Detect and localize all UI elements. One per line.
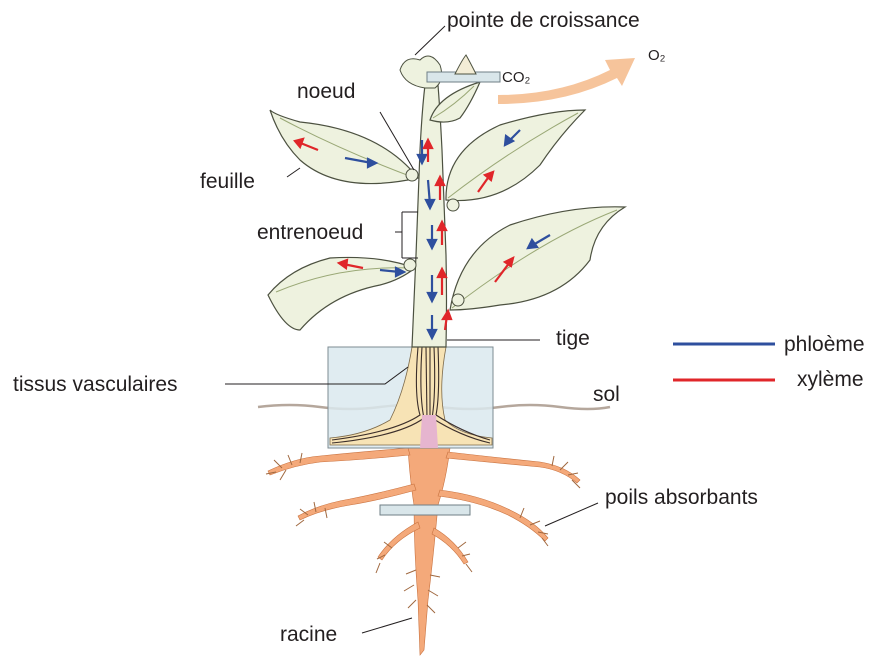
leader-growth-tip bbox=[415, 26, 445, 55]
legend-label-xylem: xylème bbox=[797, 369, 864, 390]
label-root-hairs: poils absorbants bbox=[605, 487, 758, 508]
lateral-root-left-bottom bbox=[378, 522, 420, 560]
leaf-upper-right bbox=[446, 110, 585, 201]
lateral-root-right-upper bbox=[446, 452, 580, 483]
label-o2: O₂ bbox=[648, 48, 666, 63]
leaf-upper-left bbox=[270, 110, 418, 184]
lateral-root-right-bottom bbox=[432, 528, 468, 564]
stem bbox=[412, 85, 447, 347]
leader-root bbox=[362, 618, 412, 633]
lateral-root-left-upper bbox=[268, 448, 410, 475]
leader-root-hairs bbox=[545, 503, 598, 526]
label-soil: sol bbox=[593, 384, 620, 405]
leaf-lower-left bbox=[268, 257, 415, 330]
label-vascular-tissue: tissus vasculaires bbox=[13, 374, 178, 395]
label-growth-tip: pointe de croissance bbox=[447, 10, 640, 31]
root-core bbox=[420, 415, 438, 448]
label-co2: CO₂ bbox=[502, 70, 530, 85]
label-internode: entrenoeud bbox=[257, 222, 363, 243]
label-node: noeud bbox=[297, 81, 355, 102]
label-stem: tige bbox=[556, 328, 590, 349]
main-root bbox=[408, 448, 450, 655]
label-leaf: feuille bbox=[200, 171, 255, 192]
root-section-plate bbox=[380, 505, 470, 515]
leaf-lower-right bbox=[450, 207, 625, 310]
tip-cut-cone bbox=[455, 55, 476, 74]
leader-leaf bbox=[287, 168, 300, 177]
leader-internode bbox=[395, 212, 418, 258]
label-root: racine bbox=[280, 624, 337, 645]
legend-label-phloem: phloème bbox=[784, 334, 865, 355]
